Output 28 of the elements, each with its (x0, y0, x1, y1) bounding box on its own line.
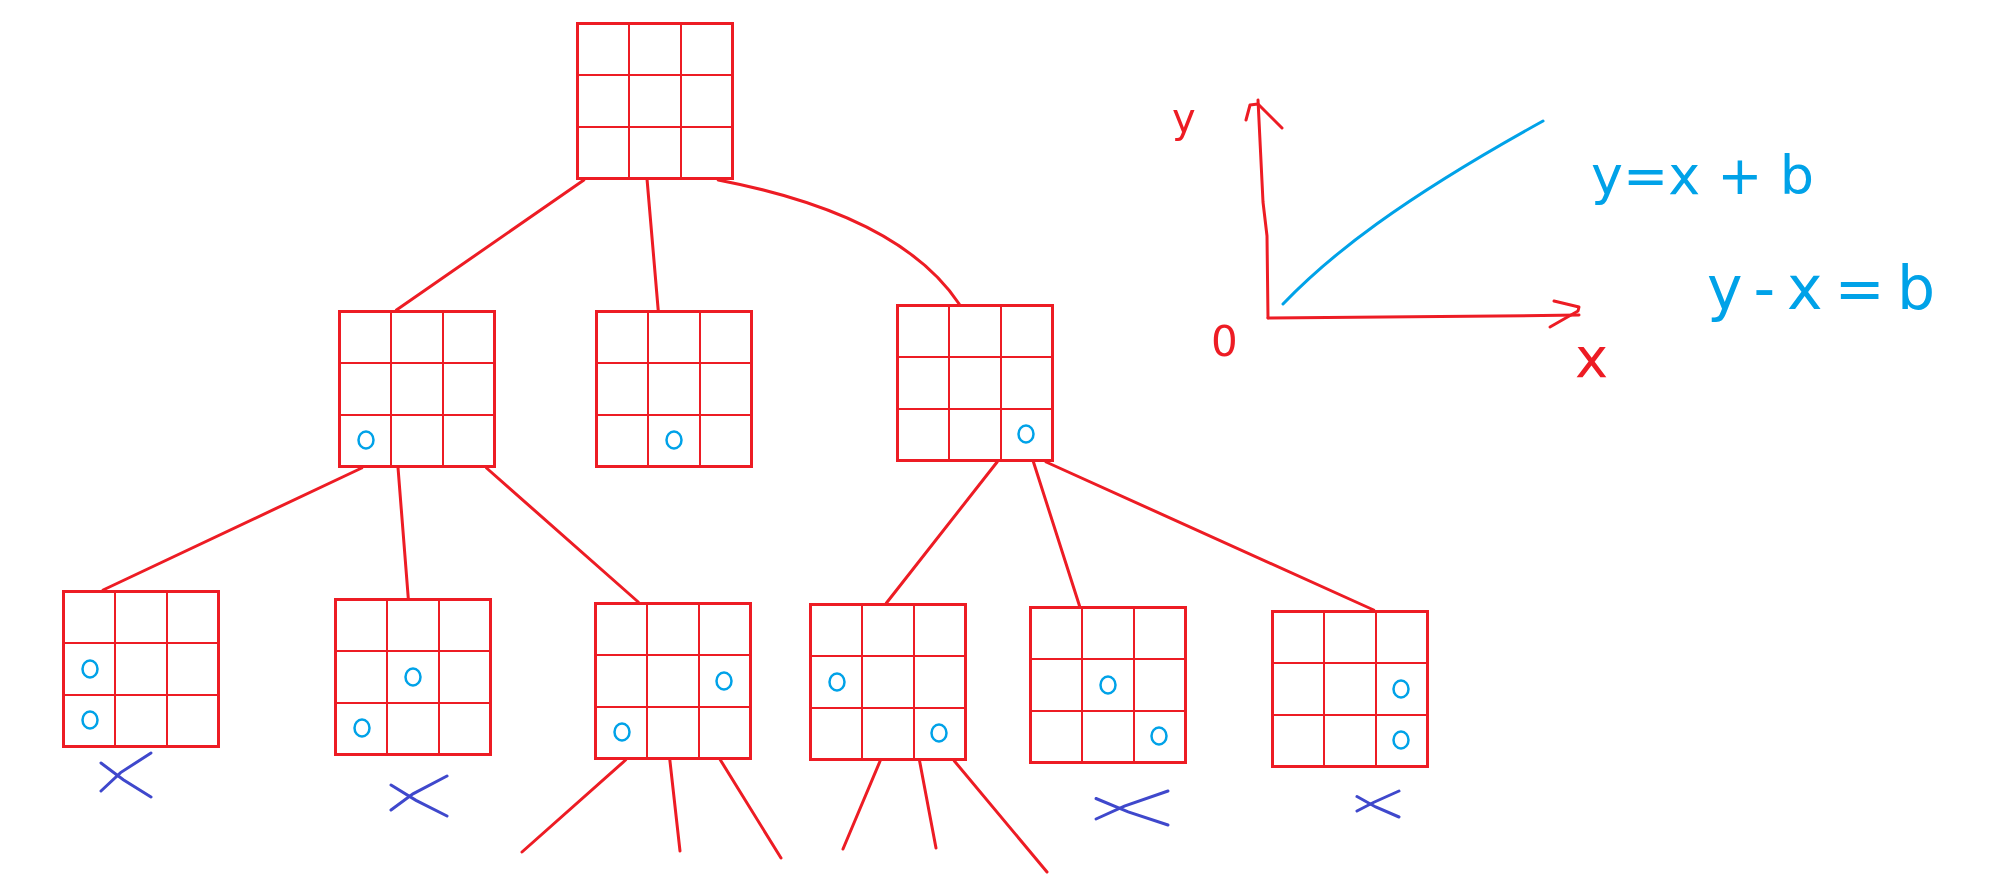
board-grid (338, 310, 496, 468)
board-grid (809, 603, 967, 761)
connector-line (396, 466, 410, 600)
origin-label: 0 (1211, 321, 1238, 363)
axis-label: x (1575, 330, 1609, 386)
connector-line (394, 178, 586, 312)
connector-line (952, 759, 1049, 874)
connector-line (485, 466, 640, 604)
board-grid (1271, 610, 1429, 768)
connector-line (668, 758, 682, 853)
board-grid (595, 310, 753, 468)
board-grid (896, 304, 1054, 462)
equation-text: y=x + b (1591, 149, 1814, 203)
connector-line (520, 758, 628, 854)
board-grid (594, 602, 752, 760)
board-grid (62, 590, 220, 748)
board-grid (576, 22, 734, 180)
board-grid (1029, 606, 1187, 764)
connector-line (884, 460, 999, 605)
connector-line (1031, 460, 1082, 608)
board-grid (334, 598, 492, 756)
connector-line (645, 178, 660, 312)
connector-line (918, 759, 938, 850)
connector-line (841, 759, 882, 851)
connector-line (718, 758, 783, 860)
connector-line (101, 466, 364, 592)
connector-line (1044, 460, 1376, 612)
connector-line (716, 178, 961, 306)
